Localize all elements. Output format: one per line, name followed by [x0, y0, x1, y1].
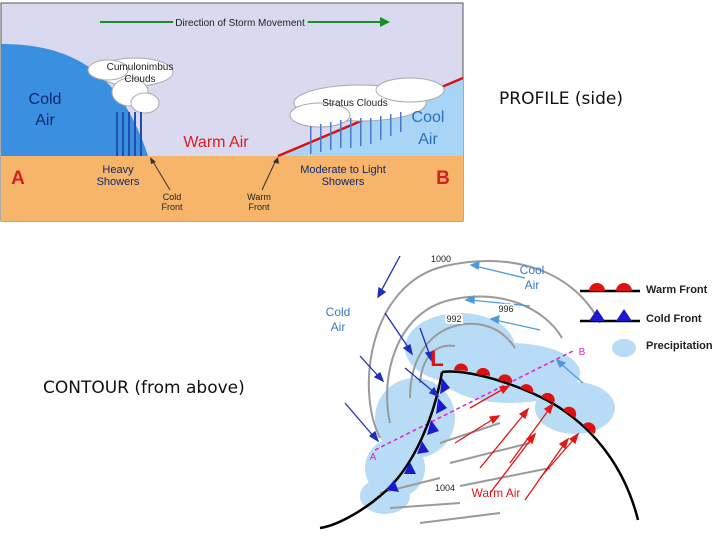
legend-warm-front-icon: [589, 283, 605, 291]
isobar-1004: 1004: [435, 483, 455, 493]
moderate-showers-2: Showers: [322, 176, 365, 188]
contour-label: CONTOUR (from above): [43, 378, 245, 398]
cold-air-arrows: [344, 255, 440, 443]
stratus-cloud-icon: [289, 77, 445, 128]
isobars: [367, 259, 601, 524]
warm-front-symbols: [454, 363, 596, 434]
moderate-showers-1: Moderate to Light: [300, 164, 386, 176]
legend-cold-front-icon: [589, 309, 605, 321]
cumulonimbus-cloud-icon: [87, 57, 174, 114]
warm-front-pointer: [261, 159, 277, 191]
warm-front-boundary: [441, 370, 640, 521]
map-cool-air-1: Cool: [520, 263, 545, 277]
profile-ground: [1, 156, 463, 221]
isobar-992: 992: [446, 314, 461, 324]
map-point-a: A: [370, 452, 377, 463]
profile-cold-air-1: Cold: [29, 91, 62, 108]
section-line: [374, 349, 576, 451]
cumulonimbus-label-2: Clouds: [124, 74, 155, 85]
heavy-showers-1: Heavy: [102, 164, 134, 176]
warm-front-label-2: Front: [248, 202, 270, 212]
map-cold-air-1: Cold: [326, 305, 351, 319]
cold-front-symbols: [386, 378, 450, 492]
heavy-rain: [116, 112, 142, 156]
profile-label: PROFILE (side): [499, 89, 623, 109]
isobar-1000: 1000: [431, 254, 451, 264]
cold-front-label-2: Front: [161, 202, 183, 212]
legend-precipitation-label: Precipitation: [646, 340, 713, 352]
map-cold-air-2: Air: [331, 320, 346, 334]
profile-point-b: B: [436, 168, 450, 189]
light-rain: [310, 112, 402, 154]
arrow-head-icon: [380, 17, 390, 27]
heavy-showers-2: Showers: [97, 176, 140, 188]
profile-cold-air-2: Air: [35, 112, 55, 129]
stratus-label: Stratus Clouds: [322, 98, 388, 109]
profile-cool-air-1: Cool: [412, 109, 445, 126]
legend-warm-front-label: Warm Front: [646, 284, 708, 296]
cool-air-arrows: [464, 261, 584, 384]
warm-front-label-1: Warm: [247, 192, 271, 202]
cold-front-pointer-head-icon: [150, 157, 156, 164]
warm-air-arrows: [454, 385, 580, 501]
legend: Warm Front Cold Front Precipitation: [580, 283, 713, 357]
cold-front-label-1: Cold: [163, 192, 182, 202]
profile-warm-air: Warm Air: [183, 134, 249, 151]
map-point-b: B: [579, 347, 586, 358]
profile-diagram: Direction of Storm Movement Cumulonimbus…: [0, 2, 464, 222]
warm-front-pointer-head-icon: [273, 157, 279, 164]
cumulonimbus-label-1: Cumulonimbus: [107, 62, 174, 73]
map-cool-air-2: Air: [525, 278, 540, 292]
legend-cold-front-label: Cold Front: [646, 313, 702, 325]
contour-map: 1000 996 992 1004 Cold Air Cool Air Warm…: [319, 252, 713, 530]
cold-front-pointer: [151, 159, 171, 191]
low-pressure-marker: L: [430, 346, 443, 371]
cold-air-mass: [1, 44, 148, 156]
legend-precipitation-icon: [612, 339, 636, 357]
map-warm-air: Warm Air: [472, 486, 521, 500]
isobar-996: 996: [498, 304, 513, 314]
storm-direction-label: Direction of Storm Movement: [175, 18, 305, 29]
profile-point-a: A: [11, 168, 25, 189]
profile-cool-air-2: Air: [418, 131, 438, 148]
